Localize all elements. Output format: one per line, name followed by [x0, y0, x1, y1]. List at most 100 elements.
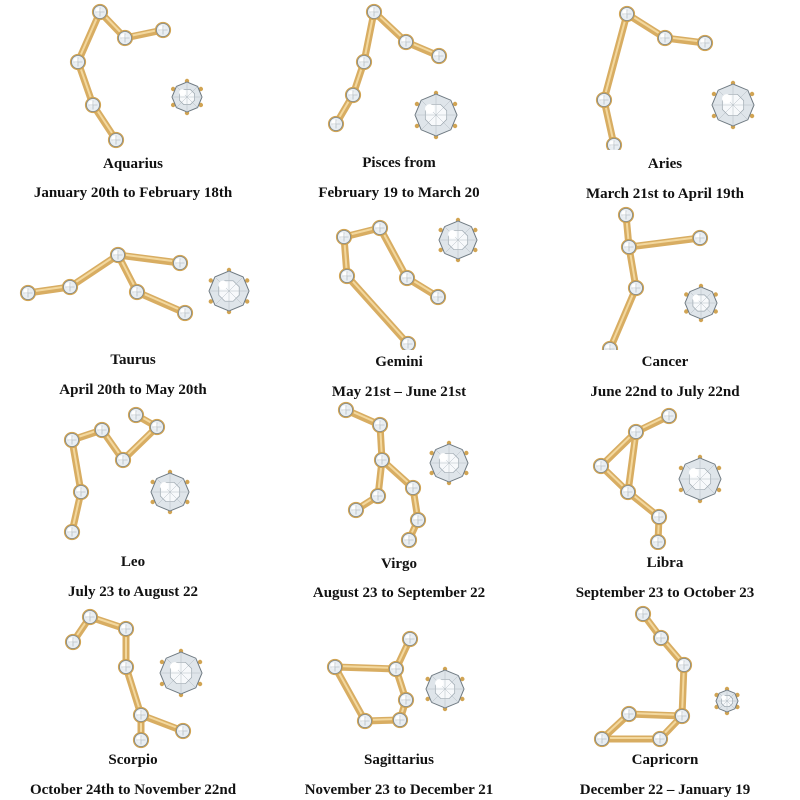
- crystal-gem: [326, 658, 344, 676]
- gold-bar-highlight: [77, 10, 101, 62]
- crystal-gem: [401, 630, 419, 648]
- crystal-stud-earring: [429, 440, 469, 486]
- gold-bar-highlight: [334, 665, 366, 721]
- crystal-stud-earring: [208, 267, 250, 315]
- crystal-gem: [620, 705, 638, 723]
- crystal-gem: [373, 451, 391, 469]
- libra-constellation-earring: [592, 407, 722, 550]
- crystal-gem: [675, 656, 693, 674]
- sign-name: Libra: [646, 555, 684, 571]
- sagittarius-constellation-earring: [326, 630, 465, 730]
- crystal-gem: [397, 691, 415, 709]
- crystal-gem: [429, 288, 447, 306]
- sign-card-aries: Aries March 21st to April 19th: [532, 0, 798, 202]
- gold-bar-highlight: [627, 430, 637, 492]
- crystal-gem: [398, 269, 416, 287]
- crystal-gem: [61, 278, 79, 296]
- crystal-gem: [618, 5, 636, 23]
- crystal-gem: [347, 501, 365, 519]
- crystal-gem: [116, 29, 134, 47]
- crystal-gem: [327, 115, 345, 133]
- gemini-constellation-earring: [335, 217, 478, 350]
- gold-bar-highlight: [379, 226, 408, 278]
- crystal-gem: [371, 219, 389, 237]
- cancer-constellation-earring: [601, 206, 718, 350]
- crystal-stud-earring: [414, 90, 458, 140]
- sign-card-sagittarius: Sagittarius November 23 to December 21: [266, 600, 532, 800]
- sign-dates: June 22nd to July 22nd: [590, 384, 740, 400]
- sign-name: Aries: [647, 156, 683, 172]
- capricorn-constellation-earring: [593, 605, 740, 748]
- sign-dates: May 21st – June 21st: [331, 384, 467, 400]
- gold-bar-highlight: [609, 286, 637, 349]
- crystal-gem: [593, 730, 611, 748]
- sign-name: Sagittarius: [363, 752, 434, 768]
- crystal-gem: [400, 531, 418, 549]
- crystal-gem: [91, 3, 109, 21]
- sign-dates: August 23 to September 22: [312, 585, 486, 601]
- aquarius-constellation-earring: [69, 3, 204, 149]
- crystal-gem: [620, 238, 638, 256]
- sign-name: Capricorn: [631, 752, 699, 768]
- sign-name: Gemini: [375, 354, 423, 370]
- sign-dates: February 19 to March 20: [318, 185, 480, 201]
- crystal-gem: [148, 418, 166, 436]
- sign-card-libra: Libra September 23 to October 23: [532, 400, 798, 601]
- crystal-gem: [171, 254, 189, 272]
- sign-dates: October 24th to November 22nd: [29, 782, 237, 798]
- crystal-gem: [399, 335, 417, 350]
- crystal-gem: [627, 423, 645, 441]
- crystal-gem: [387, 660, 405, 678]
- gold-bar-highlight: [334, 665, 397, 669]
- leo-constellation-earring: [63, 406, 190, 541]
- sign-card-scorpio: Scorpio October 24th to November 22nd: [0, 600, 266, 800]
- crystal-gem: [19, 284, 37, 302]
- gold-bar-highlight: [346, 274, 409, 344]
- crystal-gem: [128, 283, 146, 301]
- sign-dates: November 23 to December 21: [304, 782, 494, 798]
- crystal-stud-earring: [711, 80, 755, 130]
- crystal-gem: [619, 483, 637, 501]
- crystal-gem: [107, 131, 125, 149]
- crystal-gem: [356, 712, 374, 730]
- crystal-gem: [69, 53, 87, 71]
- crystal-stud-earring: [159, 648, 203, 698]
- crystal-gem: [335, 228, 353, 246]
- sign-card-pisces: Pisces from February 19 to March 20: [266, 0, 532, 201]
- crystal-gem: [649, 533, 667, 550]
- crystal-gem: [430, 47, 448, 65]
- crystal-gem: [174, 722, 192, 740]
- crystal-stud-earring: [170, 78, 204, 116]
- crystal-gem: [114, 451, 132, 469]
- crystal-gem: [117, 620, 135, 638]
- crystal-stud-earring: [438, 217, 478, 263]
- crystal-stud-earring: [425, 666, 465, 712]
- crystal-gem: [84, 96, 102, 114]
- sign-name: Leo: [120, 554, 146, 570]
- crystal-gem: [154, 21, 172, 39]
- sign-dates: April 20th to May 20th: [59, 382, 207, 398]
- crystal-gem: [337, 401, 355, 419]
- sign-card-leo: Leo July 23 to August 22: [0, 400, 266, 600]
- crystal-gem: [338, 267, 356, 285]
- sign-dates: December 22 – January 19: [579, 782, 751, 798]
- gold-bar-highlight: [136, 290, 186, 313]
- crystal-gem: [627, 279, 645, 297]
- crystal-gem: [617, 206, 635, 224]
- sign-card-taurus: Taurus April 20th to May 20th: [0, 200, 266, 400]
- crystal-stud-earring: [684, 283, 718, 323]
- sign-name: Aquarius: [102, 156, 164, 172]
- crystal-gem: [72, 483, 90, 501]
- crystal-gem: [601, 340, 619, 350]
- crystal-stud-earring: [678, 454, 722, 504]
- crystal-gem: [409, 511, 427, 529]
- sign-dates: July 23 to August 22: [67, 584, 199, 600]
- crystal-gem: [93, 421, 111, 439]
- crystal-gem: [81, 608, 99, 626]
- crystal-gem: [355, 53, 373, 71]
- crystal-gem: [691, 229, 709, 247]
- gold-bar-highlight: [628, 712, 683, 716]
- crystal-gem: [651, 730, 669, 748]
- crystal-gem: [344, 86, 362, 104]
